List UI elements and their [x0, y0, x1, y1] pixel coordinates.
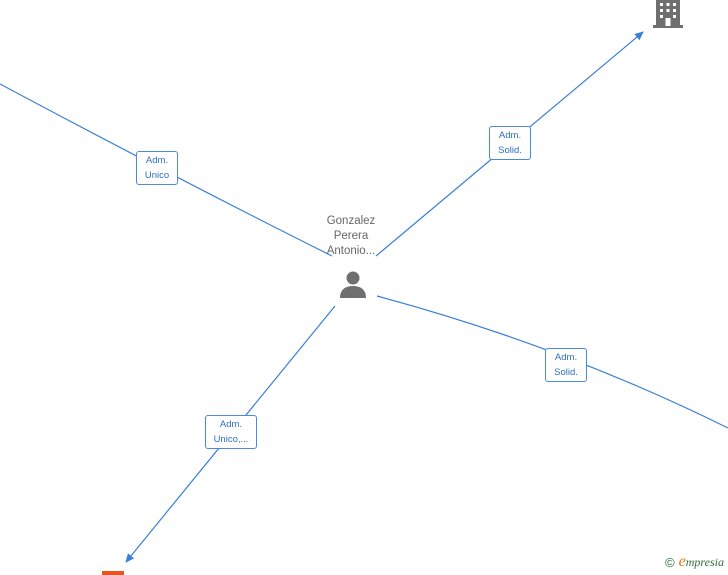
building-icon[interactable] — [652, 0, 684, 28]
edge-label-adm-unico-multi[interactable]: Adm. Unico,... — [205, 415, 257, 449]
company-node-marker[interactable] — [102, 571, 124, 575]
edge-label-adm-solid-right[interactable]: Adm. Solid. — [545, 348, 587, 382]
edge-label-adm-solid-top[interactable]: Adm. Solid. — [489, 126, 531, 160]
brand-name: mpresia — [685, 555, 724, 569]
center-node-name[interactable]: Gonzalez Perera Antonio... — [326, 215, 376, 257]
edge-label-adm-unico[interactable]: Adm. Unico — [136, 151, 178, 185]
copyright-symbol: © — [665, 554, 675, 570]
brand-watermark: © empresia — [665, 553, 724, 571]
brand-initial: e — [678, 553, 686, 570]
person-icon[interactable] — [338, 270, 368, 300]
